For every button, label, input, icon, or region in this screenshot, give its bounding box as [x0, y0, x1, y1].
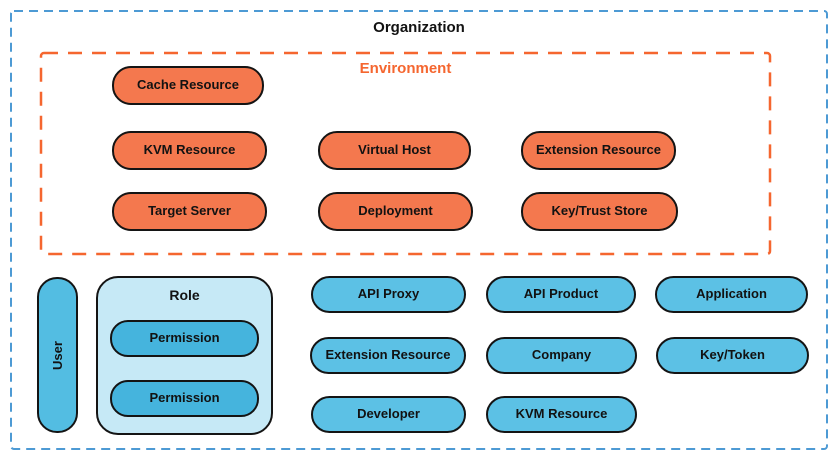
- node-permission-1: Permission: [110, 320, 259, 357]
- node-kvm-resource-env: KVM Resource: [112, 131, 267, 170]
- organization-boundary: [10, 10, 828, 450]
- node-kvm-resource-org: KVM Resource: [486, 396, 637, 433]
- node-api-product: API Product: [486, 276, 636, 313]
- node-key-trust-store: Key/Trust Store: [521, 192, 678, 231]
- node-extension-resource-env: Extension Resource: [521, 131, 676, 170]
- node-deployment: Deployment: [318, 192, 473, 231]
- user-label: User: [49, 340, 65, 370]
- role-label: Role: [169, 287, 200, 303]
- environment-label: Environment: [359, 60, 452, 77]
- node-virtual-host: Virtual Host: [318, 131, 471, 170]
- node-role: Role Permission Permission: [96, 276, 273, 435]
- node-api-proxy: API Proxy: [311, 276, 466, 313]
- node-cache-resource: Cache Resource: [112, 66, 264, 105]
- node-developer: Developer: [311, 396, 466, 433]
- node-key-token: Key/Token: [656, 337, 809, 374]
- node-permission-2: Permission: [110, 380, 259, 417]
- node-application: Application: [655, 276, 808, 313]
- node-extension-resource-org: Extension Resource: [310, 337, 466, 374]
- node-user: User: [37, 277, 78, 433]
- node-target-server: Target Server: [112, 192, 267, 231]
- environment-boundary: [39, 51, 772, 256]
- organization-label: Organization: [373, 19, 465, 36]
- node-company: Company: [486, 337, 637, 374]
